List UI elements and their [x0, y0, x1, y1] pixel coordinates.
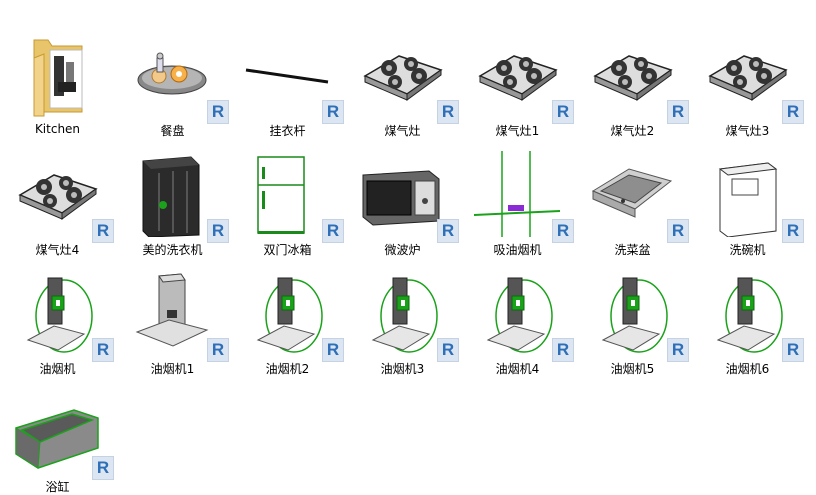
file-label: Kitchen — [34, 122, 81, 136]
revit-badge-icon: R — [207, 219, 229, 243]
file-item[interactable]: R 挂衣杆 — [230, 18, 345, 138]
stove-icon — [14, 151, 100, 237]
microwave-icon — [359, 151, 445, 237]
file-item[interactable]: R 餐盘 — [115, 18, 230, 138]
revit-badge-icon: R — [552, 100, 574, 124]
revit-badge-icon: R — [92, 219, 114, 243]
revit-badge-icon: R — [667, 219, 689, 243]
file-item[interactable]: R 油烟机5 — [575, 256, 690, 376]
file-label: 油烟机3 — [380, 362, 425, 376]
hood-icon — [14, 270, 100, 356]
folder-icon — [14, 32, 100, 118]
revit-badge-icon: R — [322, 338, 344, 362]
rod-icon — [244, 32, 330, 118]
stove-icon — [704, 32, 790, 118]
file-label: 油烟机4 — [495, 362, 540, 376]
file-item[interactable]: R 油烟机1 — [115, 256, 230, 376]
revit-badge-icon: R — [322, 219, 344, 243]
file-label: 浴缸 — [45, 480, 70, 494]
stove-icon — [359, 32, 445, 118]
file-label: 煤气灶4 — [35, 243, 80, 257]
file-item[interactable]: R 油烟机6 — [690, 256, 805, 376]
revit-badge-icon: R — [437, 338, 459, 362]
hood-icon — [359, 270, 445, 356]
revit-badge-icon: R — [782, 100, 804, 124]
revit-badge-icon: R — [92, 338, 114, 362]
revit-badge-icon: R — [552, 219, 574, 243]
file-item[interactable]: R 吸油烟机 — [460, 137, 575, 257]
file-label: 煤气灶1 — [495, 124, 540, 138]
file-item[interactable]: R 洗菜盆 — [575, 137, 690, 257]
file-label: 油烟机5 — [610, 362, 655, 376]
stove-icon — [474, 32, 560, 118]
file-item[interactable]: R 煤气灶4 — [0, 137, 115, 257]
file-item[interactable]: R 美的洗衣机 — [115, 137, 230, 257]
file-label: 油烟机 — [39, 362, 76, 376]
file-label: 油烟机6 — [725, 362, 770, 376]
file-label: 油烟机1 — [150, 362, 195, 376]
sink-icon — [589, 151, 675, 237]
file-item[interactable]: R 油烟机3 — [345, 256, 460, 376]
revit-badge-icon: R — [782, 219, 804, 243]
rangehood-plan-icon — [474, 151, 560, 237]
file-item[interactable]: R 煤气灶1 — [460, 18, 575, 138]
stove-icon — [589, 32, 675, 118]
fridge-icon — [244, 151, 330, 237]
file-item[interactable]: R 微波炉 — [345, 137, 460, 257]
hood-icon — [244, 270, 330, 356]
file-label: 煤气灶 — [384, 124, 421, 138]
file-label: 挂衣杆 — [269, 124, 306, 138]
file-label: 双门冰箱 — [263, 243, 312, 257]
washer-icon — [129, 151, 215, 237]
revit-badge-icon: R — [667, 338, 689, 362]
file-item[interactable]: R 油烟机 — [0, 256, 115, 376]
hood-icon — [589, 270, 675, 356]
hood-icon — [704, 270, 790, 356]
file-label: 洗碗机 — [729, 243, 766, 257]
revit-badge-icon: R — [207, 100, 229, 124]
hood-icon — [474, 270, 560, 356]
hood-steel-icon — [129, 270, 215, 356]
file-label: 煤气灶2 — [610, 124, 655, 138]
revit-badge-icon: R — [782, 338, 804, 362]
dishwasher-icon — [704, 151, 790, 237]
file-label: 微波炉 — [384, 243, 421, 257]
file-label: 餐盘 — [160, 124, 185, 138]
file-item[interactable]: R 洗碗机 — [690, 137, 805, 257]
revit-badge-icon: R — [322, 100, 344, 124]
file-item[interactable]: R 煤气灶2 — [575, 18, 690, 138]
revit-badge-icon: R — [437, 100, 459, 124]
bathtub-icon — [14, 388, 100, 474]
file-item[interactable]: R 煤气灶 — [345, 18, 460, 138]
file-label: 油烟机2 — [265, 362, 310, 376]
file-label: 吸油烟机 — [493, 243, 542, 257]
file-label: 煤气灶3 — [725, 124, 770, 138]
file-item[interactable]: R 浴缸 — [0, 374, 115, 494]
file-item[interactable]: R 油烟机2 — [230, 256, 345, 376]
revit-badge-icon: R — [437, 219, 459, 243]
revit-badge-icon: R — [552, 338, 574, 362]
file-item[interactable]: Kitchen — [0, 18, 115, 136]
revit-badge-icon: R — [92, 456, 114, 480]
file-item[interactable]: R 油烟机4 — [460, 256, 575, 376]
revit-badge-icon: R — [207, 338, 229, 362]
file-label: 洗菜盆 — [614, 243, 651, 257]
file-label: 美的洗衣机 — [142, 243, 203, 257]
file-item[interactable]: R 煤气灶3 — [690, 18, 805, 138]
tray-icon — [129, 32, 215, 118]
revit-badge-icon: R — [667, 100, 689, 124]
file-item[interactable]: R 双门冰箱 — [230, 137, 345, 257]
